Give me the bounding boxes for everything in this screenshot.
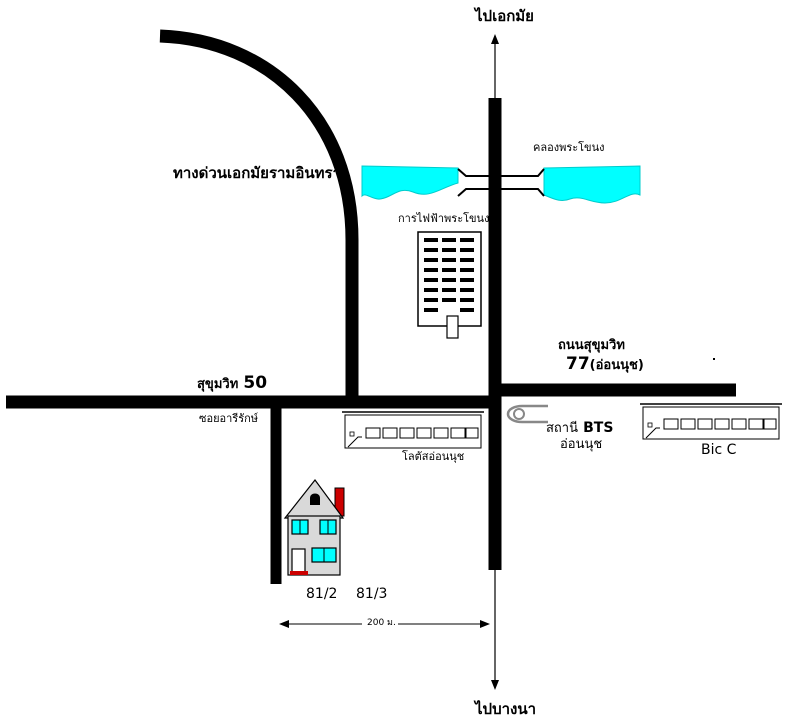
label-bigc: Bic C — [701, 442, 737, 458]
label-house-81-2: 81/2 — [306, 586, 338, 602]
label-expressway: ทางด่วนเอกมัยรามอินทรา — [173, 164, 341, 182]
label-bts-station: สถานี BTS — [546, 419, 613, 435]
label-sukhumvit77: 77(อ่อนนุช) — [566, 356, 644, 373]
label-house-81-3: 81/3 — [356, 586, 388, 602]
label-lotus: โลตัสอ่อนนุช — [402, 450, 465, 463]
label-power-authority: การไฟฟ้าพระโขนง — [398, 212, 490, 225]
canal-water-right — [543, 165, 641, 204]
label-sukhumvit77-number: 77 — [566, 354, 590, 374]
distance-measure — [279, 617, 490, 631]
lotus-store-icon — [342, 411, 484, 449]
label-sukhumvit77-road: ถนนสุขุมวิท — [558, 338, 625, 353]
label-sukhumvit50-road: สุขุมวิท — [197, 377, 239, 392]
label-distance: 200 ม. — [367, 618, 396, 628]
canal-water-left — [361, 165, 459, 200]
label-bts-station-word: สถานี — [546, 421, 578, 436]
label-sukhumvit77-onnut: (อ่อนนุช) — [589, 358, 644, 373]
expressway-road — [159, 29, 359, 399]
label-bts-onnut: อ่อนนุช — [560, 437, 603, 452]
bridge — [457, 168, 545, 197]
bts-station-icon — [506, 404, 548, 424]
label-south: ไปบางนา — [475, 700, 537, 718]
label-soi-arirak: ซอยอารีรักษ์ — [199, 412, 259, 425]
bigc-store-icon — [640, 403, 782, 440]
label-north: ไปเอกมัย — [475, 7, 534, 25]
label-bts-brand: BTS — [583, 420, 614, 436]
office-building-icon — [417, 231, 482, 339]
south-arrow — [491, 570, 499, 690]
north-arrow — [491, 34, 499, 98]
label-sukhumvit50: สุขุมวิท 50 — [197, 375, 267, 392]
map-dot — [713, 358, 715, 360]
label-sukhumvit50-number: 50 — [243, 373, 268, 393]
label-canal: คลองพระโขนง — [533, 141, 605, 154]
house-icon — [283, 479, 345, 576]
